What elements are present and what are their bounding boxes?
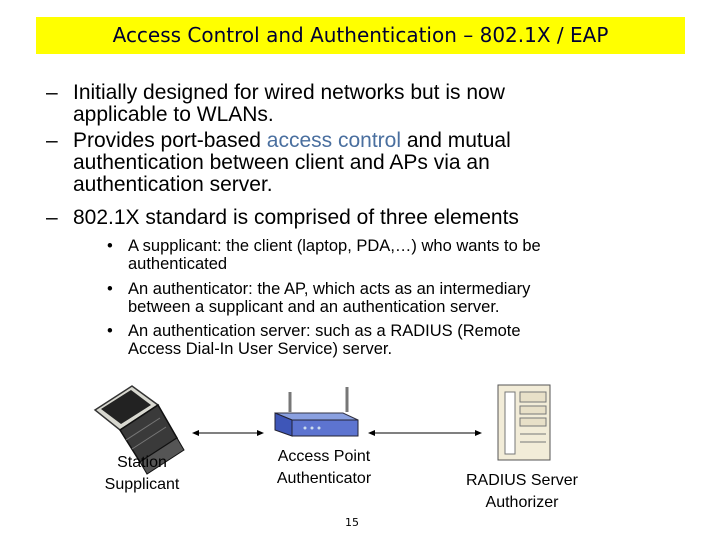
arrow-ap-to-server [368, 430, 482, 436]
laptop-icon [93, 385, 185, 475]
bullet-3-line-1: 802.1X standard is comprised of three el… [73, 206, 519, 229]
subbullet-2-line-2: between a supplicant and an authenticati… [128, 298, 500, 316]
bullet-2-line-3: authentication server. [73, 173, 273, 196]
subbullet-2-line-1: An authenticator: the AP, which acts as … [128, 280, 531, 298]
bullet-2-text-a: Provides port-based [73, 129, 267, 152]
bullet-dot: • [107, 322, 113, 340]
radius-label-line-2: Authorizer [485, 494, 559, 511]
station-label: Station Supplicant [88, 452, 196, 496]
bullet-dash: – [46, 206, 58, 229]
bullet-1-line-2: applicable to WLANs. [73, 103, 274, 126]
bullet-1: – Initially designed for wired networks … [46, 81, 633, 126]
radius-server-icon [497, 384, 551, 461]
ap-label-line-1: Access Point [277, 448, 371, 465]
bullet-2-text-b: and mutual [401, 129, 511, 152]
access-control-highlight: access control [266, 129, 402, 152]
subbullet-auth-server: • An authentication server: such as a RA… [107, 322, 628, 358]
subbullet-1-line-2: authenticated [128, 255, 228, 273]
bullet-2: – Provides port-based access control and… [46, 130, 633, 196]
subbullet-3-line-2: Access Dial-In User Service) server. [128, 340, 393, 358]
station-label-line-2: Supplicant [104, 476, 180, 493]
subbullet-supplicant: • A supplicant: the client (laptop, PDA,… [107, 237, 628, 273]
access-point-label: Access Point Authenticator [262, 446, 386, 490]
page-number: 15 [345, 516, 359, 529]
bullet-dash: – [46, 81, 58, 104]
bullet-1-line-1: Initially designed for wired networks bu… [73, 81, 505, 104]
subbullet-3-line-1: An authentication server: such as a RADI… [128, 322, 521, 340]
bullet-dash: – [46, 129, 58, 152]
radius-label-line-1: RADIUS Server [465, 472, 579, 489]
bullet-dot: • [107, 237, 113, 255]
access-point-icon [274, 387, 359, 437]
ap-label-line-2: Authenticator [276, 470, 372, 487]
subbullet-authenticator: • An authenticator: the AP, which acts a… [107, 280, 628, 316]
bullet-dot: • [107, 280, 113, 298]
slide-title: Access Control and Authentication – 802.… [36, 17, 685, 54]
arrow-station-to-ap [192, 430, 264, 436]
bullet-3: – 802.1X standard is comprised of three … [46, 206, 633, 229]
subbullet-1-line-1: A supplicant: the client (laptop, PDA,…)… [128, 237, 541, 255]
station-label-line-1: Station [117, 454, 167, 471]
bullet-2-line-2: authentication between client and APs vi… [73, 151, 490, 174]
bullet-2-line-1: Provides port-based access control and m… [73, 130, 633, 152]
radius-server-label: RADIUS Server Authorizer [452, 470, 592, 514]
